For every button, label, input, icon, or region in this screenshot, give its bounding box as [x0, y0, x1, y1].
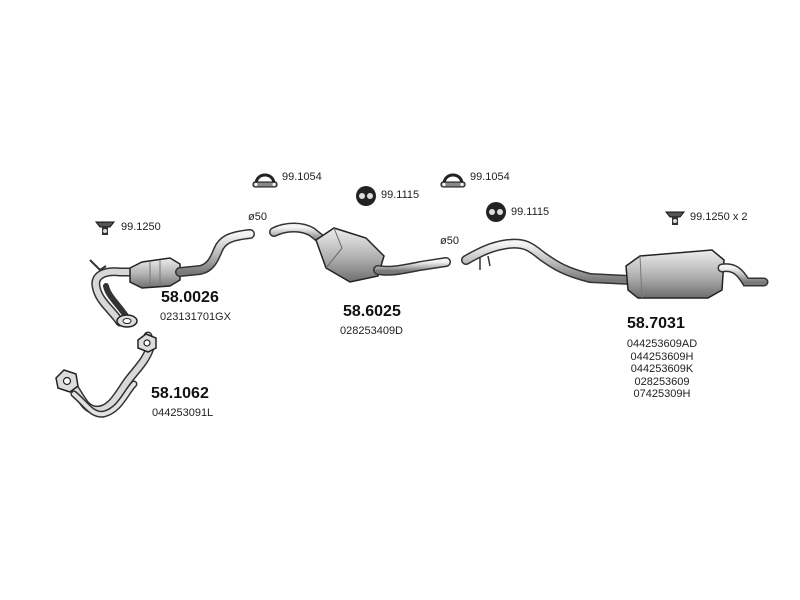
part-number: 58.1062	[151, 385, 209, 402]
accessory-code: 99.1115	[381, 189, 420, 201]
diameter-label: ø50	[440, 235, 459, 247]
rubber-mount-icon	[486, 202, 506, 222]
accessory-code: 99.1054	[470, 171, 510, 183]
oem-number: 023131701GX	[160, 311, 231, 323]
accessory-code: 99.1250	[121, 221, 161, 233]
accessory-code: 99.1250 x 2	[690, 211, 748, 223]
accessory-code: 99.1115	[511, 206, 550, 218]
oem-number: 044253609H	[630, 350, 694, 363]
part-number: 58.7031	[627, 315, 685, 332]
oem-number: 028253409D	[340, 325, 404, 337]
oem-number: 044253609K	[630, 363, 694, 375]
part-number: 58.6025	[343, 303, 401, 320]
hanger-clamp-icon	[94, 221, 116, 235]
oem-number: 044253609AD	[626, 338, 698, 350]
front-pipe-58-1062	[55, 331, 157, 418]
accessory-code: 99.1054	[282, 171, 322, 183]
oem-number: 028253609	[634, 375, 690, 388]
u-bolt-clamp-icon	[440, 173, 466, 188]
rubber-mount-icon	[356, 186, 376, 206]
hanger-clamp-icon	[664, 211, 686, 225]
catalyst-58-0026	[89, 229, 255, 328]
oem-number-list: 044253609AD 044253609H 044253609K 028253…	[612, 338, 712, 401]
diameter-label: ø50	[248, 211, 267, 223]
oem-number: 07425309H	[633, 388, 691, 400]
u-bolt-clamp-icon	[252, 173, 278, 188]
part-number: 58.0026	[161, 289, 219, 306]
oem-number: 044253091L	[152, 407, 214, 419]
rear-silencer-58-7031	[461, 238, 769, 299]
middle-silencer-58-6025	[269, 222, 451, 283]
